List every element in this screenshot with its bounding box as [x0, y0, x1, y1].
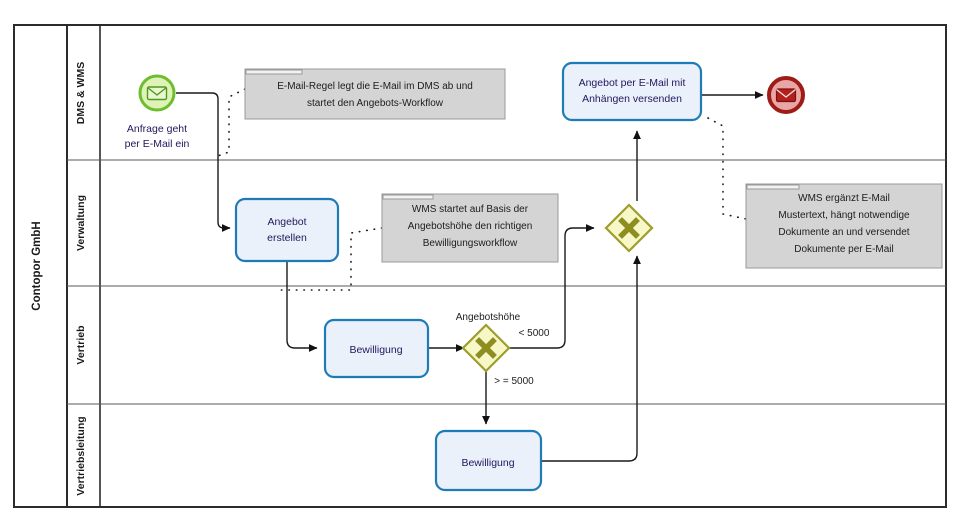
- annotation-text-line: E-Mail-Regel legt die E-Mail im DMS ab u…: [277, 81, 473, 92]
- exclusive-x-icon: [475, 337, 497, 359]
- annotation-text-line: startet den Angebots-Workflow: [307, 98, 444, 109]
- annotation-text-line: Angebotshöhe den richtigen: [408, 221, 533, 232]
- task-bewilligung-vertriebsleitung[interactable]: Bewilligung: [434, 429, 543, 492]
- annotation-wms-ergaenzt: WMS ergänzt E-Mail Mustertext, hängt not…: [745, 183, 943, 269]
- task-label-line1: Angebot per E-Mail mit: [579, 77, 686, 89]
- annotation-text-line: WMS ergänzt E-Mail: [798, 193, 890, 204]
- task-label-line1: Angebot: [267, 216, 306, 228]
- task-angebot-erstellen[interactable]: Angebot erstellen: [234, 197, 340, 263]
- pool-frame: [13, 24, 947, 508]
- task-label-line1: Bewilligung: [349, 344, 402, 356]
- task-bewilligung-vertrieb[interactable]: Bewilligung: [323, 318, 430, 379]
- end-event-email[interactable]: [767, 76, 805, 114]
- association-email-regel: [214, 88, 246, 158]
- pool-title: Contopor GmbH: [31, 221, 43, 310]
- association-wms-ergaenzt: [707, 117, 747, 220]
- task-label-line2: erstellen: [267, 232, 307, 244]
- envelope-icon-filled: [775, 88, 797, 103]
- task-label-line2: Anhängen versenden: [582, 93, 682, 105]
- gateway-angebotshoehe[interactable]: [461, 323, 511, 373]
- annotation-text-line: WMS startet auf Basis der: [412, 204, 529, 215]
- envelope-icon: [146, 86, 168, 101]
- task-label-line1: Bewilligung: [461, 457, 514, 469]
- lane-label-dms-wms: DMS & WMS: [75, 62, 87, 124]
- start-event-label-line2: per E-Mail ein: [125, 138, 190, 150]
- association-wms-startet: [278, 227, 383, 291]
- start-event-email[interactable]: [138, 74, 176, 112]
- annotation-text-line: Mustertext, hängt notwendige: [778, 210, 910, 221]
- annotation-wms-startet: WMS startet auf Basis der Angebotshöhe d…: [381, 193, 559, 263]
- annotation-text-line: Bewilligungsworkflow: [423, 238, 518, 249]
- sequence-flow-lt5000-to-merge: [509, 224, 595, 349]
- gateway-merge[interactable]: [604, 203, 654, 253]
- exclusive-x-icon: [618, 217, 640, 239]
- task-angebot-versenden[interactable]: Angebot per E-Mail mit Anhängen versende…: [561, 61, 703, 122]
- lane-label-verwaltung: Verwaltung: [75, 195, 87, 251]
- annotation-text-line: Dokumente an und versendet: [778, 227, 909, 238]
- sequence-flow-angebot-to-bewilligung: [286, 261, 318, 352]
- sequence-flow-bewilligung-leitung-to-merge: [541, 255, 641, 462]
- annotation-text-line: Dokumente per E-Mail: [794, 244, 893, 255]
- lane-label-vertrieb: Vertrieb: [75, 325, 87, 364]
- lane-label-vertriebsleitung: Vertriebsleitung: [75, 416, 87, 495]
- sequence-flow-start-to-angebot: [176, 92, 231, 232]
- flow-label-gte-5000: > = 5000: [494, 376, 534, 387]
- flow-label-lt-5000: < 5000: [519, 328, 550, 339]
- annotation-email-regel: E-Mail-Regel legt die E-Mail im DMS ab u…: [244, 68, 506, 120]
- gateway-label-angebotshoehe: Angebotshöhe: [456, 312, 521, 323]
- start-event-label-line1: Anfrage geht: [127, 123, 187, 135]
